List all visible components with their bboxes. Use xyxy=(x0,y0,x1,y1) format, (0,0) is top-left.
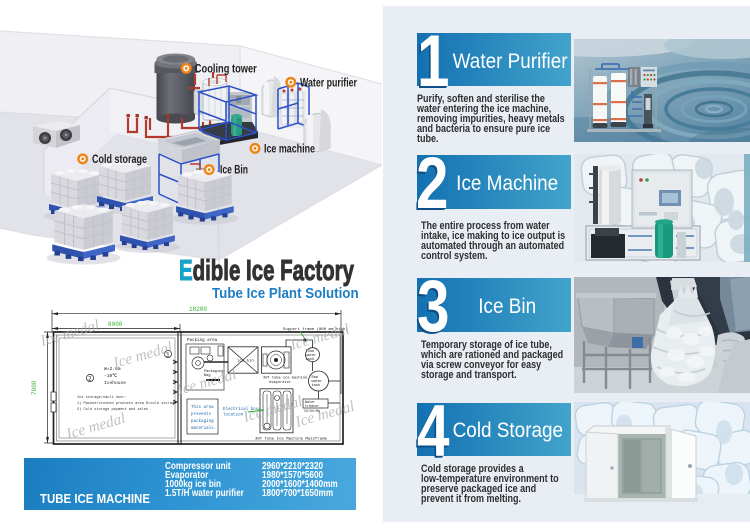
svg-text:W=2.5m: W=2.5m xyxy=(104,366,121,372)
svg-text:Ice machine: Ice machine xyxy=(264,144,315,156)
svg-text:30T Tube Ice Machine Mainframe: 30T Tube Ice Machine Mainframe xyxy=(255,437,328,442)
svg-text:Raw: Raw xyxy=(312,376,319,380)
svg-text:Ice medal: Ice medal xyxy=(110,339,174,372)
svg-text:Water: Water xyxy=(305,400,315,405)
svg-text:Ice Bin: Ice Bin xyxy=(220,165,248,177)
svg-text:Cold storage: Cold storage xyxy=(92,154,147,166)
svg-text:packaging: packaging xyxy=(191,419,214,424)
svg-text:treater: treater xyxy=(305,404,319,409)
svg-text:8000: 8000 xyxy=(108,321,123,328)
svg-text:30T tube ice machine: 30T tube ice machine xyxy=(263,376,307,381)
svg-text:CO/UV/Mg: CO/UV/Mg xyxy=(304,409,320,414)
svg-text:materials.: materials. xyxy=(191,426,216,431)
svg-text:tank: tank xyxy=(306,357,315,362)
svg-text:water: water xyxy=(312,379,323,384)
svg-text:-10℃: -10℃ xyxy=(104,373,118,379)
svg-text:7000: 7000 xyxy=(31,380,38,395)
svg-text:18200: 18200 xyxy=(189,306,207,313)
svg-text:ice bin: ice bin xyxy=(237,359,254,364)
svg-text:Ice medal: Ice medal xyxy=(37,317,101,350)
svg-text:Icehouse: Icehouse xyxy=(104,380,126,386)
svg-text:Packing area: Packing area xyxy=(187,338,218,343)
svg-text:prevents: prevents xyxy=(191,413,212,417)
svg-text:Packaging: Packaging xyxy=(204,369,223,374)
svg-text:1: 1 xyxy=(166,352,170,359)
svg-text:2) Cold storage payment and sa: 2) Cold storage payment and sales xyxy=(77,407,148,412)
svg-text:Electrical box: Electrical box xyxy=(223,407,259,412)
svg-text:1) Packed/crushed products are: 1) Packed/crushed products area R=cold s… xyxy=(77,401,176,406)
svg-text:Ice storage/vault door:: Ice storage/vault door: xyxy=(77,395,127,400)
svg-text:Tube: Tube xyxy=(306,349,315,354)
svg-text:location: location xyxy=(223,413,244,418)
svg-text:Water purifier: Water purifier xyxy=(300,77,357,89)
svg-text:Ice medal: Ice medal xyxy=(287,321,351,354)
svg-text:evaporator: evaporator xyxy=(269,381,291,385)
svg-text:Support frame (800 mm high): Support frame (800 mm high) xyxy=(283,327,348,332)
svg-text:Bag: Bag xyxy=(204,374,210,378)
svg-text:Cooling tower: Cooling tower xyxy=(195,64,257,76)
svg-text:water: water xyxy=(306,353,317,358)
svg-text:tank: tank xyxy=(312,383,321,388)
svg-text:This area: This area xyxy=(191,405,214,410)
svg-text:2: 2 xyxy=(88,376,92,383)
